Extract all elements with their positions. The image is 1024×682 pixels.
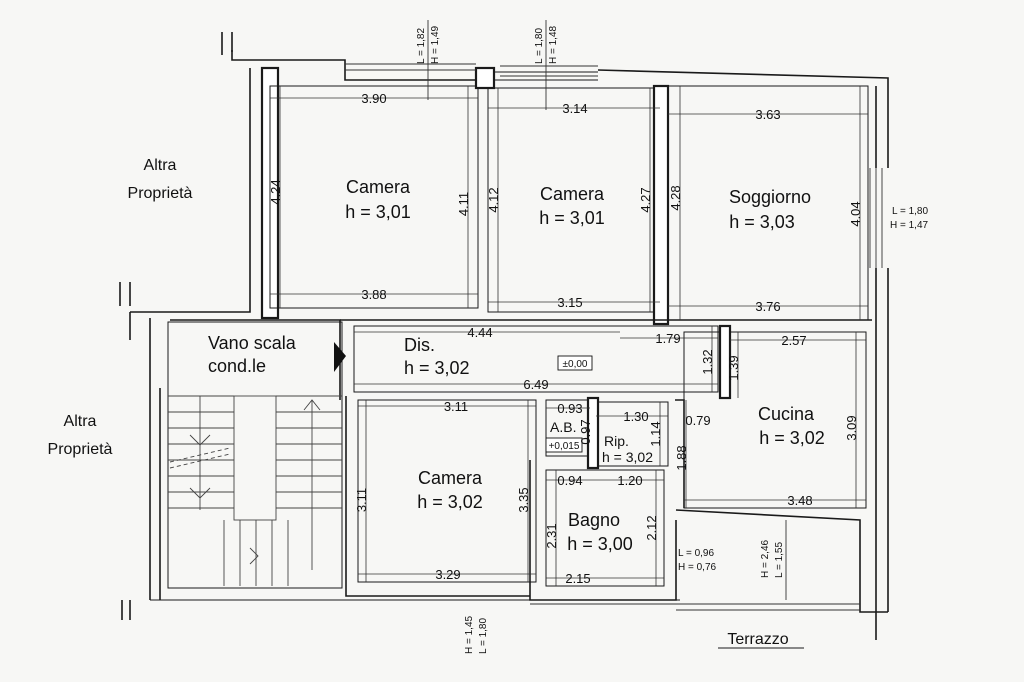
- win5-l: L = 1,55: [774, 542, 785, 578]
- dim-b-right: 2.12: [644, 515, 659, 540]
- room-height-camera-3: h = 3,02: [417, 492, 483, 512]
- level-label: ±0,00: [563, 359, 588, 370]
- room-name-dis: Dis.: [404, 335, 435, 355]
- win6-h: H = 1,45: [464, 615, 475, 654]
- dim-rip-top: 1.30: [623, 409, 648, 424]
- dimension-lines: [270, 86, 868, 586]
- room-name-camera-2: Camera: [540, 184, 605, 204]
- dim-c2-top: 3.14: [562, 101, 587, 116]
- dim-dis-top2: 1.79: [655, 331, 680, 346]
- altra-proprieta-1-line1: Altra: [144, 157, 177, 174]
- entrance-arrow-icon: [334, 342, 346, 372]
- win2-l: L = 1,80: [534, 28, 545, 64]
- dim-dis-right: 1.32: [700, 349, 715, 374]
- room-name-camera-3: Camera: [418, 468, 483, 488]
- dim-c3-bottom: 3.29: [435, 567, 460, 582]
- room-height-camera-2: h = 3,01: [539, 208, 605, 228]
- altra-proprieta-1-line2: Proprietà: [128, 185, 193, 202]
- altra-proprieta-2-line1: Altra: [64, 413, 97, 430]
- win2-h: H = 1,48: [548, 25, 559, 64]
- dim-rip-side: 1.14: [648, 421, 663, 446]
- dim-s-right: 4.04: [848, 201, 863, 226]
- room-name-vano-scala-2: cond.le: [208, 356, 266, 376]
- altra-proprieta-2-line2: Proprietà: [48, 441, 113, 458]
- window-marks: [345, 20, 598, 110]
- win3-h: H = 1,47: [890, 220, 929, 231]
- level-box-ab: [545, 437, 583, 453]
- dim-b-top2: 1.20: [617, 473, 642, 488]
- dim-ab-side: 0.97: [578, 419, 593, 444]
- level-label-ab: +0,015: [549, 441, 580, 452]
- room-height-dis: h = 3,02: [404, 358, 470, 378]
- dim-b-left: 2.31: [544, 523, 559, 548]
- room-height-soggiorno: h = 3,03: [729, 212, 795, 232]
- dim-b-top1: 0.94: [557, 473, 582, 488]
- room-name-rip: Rip.: [604, 433, 629, 449]
- dim-k-bottom: 3.48: [787, 493, 812, 508]
- dim-k-left: 1.39: [726, 355, 741, 380]
- room-name-cucina: Cucina: [758, 404, 815, 424]
- room-name-soggiorno: Soggiorno: [729, 187, 811, 207]
- room-name-vano-scala: Vano scala: [208, 333, 297, 353]
- dim-k-inner1: 0.79: [685, 413, 710, 428]
- dimension-labels: 3.90 3.88 4.24 4.11 3.14 3.15 4.12 4.27 …: [268, 91, 863, 586]
- dim-c1-bottom: 3.88: [361, 287, 386, 302]
- stairs: [168, 395, 342, 586]
- dim-c3-left: 3.11: [354, 488, 369, 512]
- win6-l: L = 1,80: [478, 618, 489, 654]
- room-name-ab: A.B.: [550, 419, 576, 435]
- dim-c2-right: 4.27: [638, 187, 653, 212]
- window-annotations: L = 1,82 H = 1,49 L = 1,80 H = 1,48 L = …: [416, 25, 929, 654]
- room-name-camera-1: Camera: [346, 177, 411, 197]
- dim-c1-left: 4.24: [268, 179, 283, 204]
- win3-l: L = 1,80: [892, 206, 928, 217]
- dim-k-inner2: 1.88: [674, 445, 689, 470]
- walls: [119, 32, 889, 640]
- win1-h: H = 1,49: [430, 25, 441, 64]
- level-box: [557, 355, 593, 371]
- room-height-cucina: h = 3,02: [759, 428, 825, 448]
- dim-dis-bottom: 6.49: [523, 377, 548, 392]
- win4-l: L = 0,96: [678, 548, 714, 559]
- win5-h: H = 2,46: [760, 539, 771, 578]
- dim-c1-right: 4.11: [456, 192, 471, 216]
- room-height-rip: h = 3,02: [602, 449, 653, 465]
- dim-c3-top: 3.11: [444, 399, 468, 414]
- dim-s-left: 4.28: [668, 185, 683, 210]
- dim-c2-bottom: 3.15: [557, 295, 582, 310]
- dim-ab-top: 0.93: [557, 401, 582, 416]
- dim-c2-left: 4.12: [486, 187, 501, 212]
- dim-k-top: 2.57: [781, 333, 806, 348]
- win4-h: H = 0,76: [678, 562, 717, 573]
- terrazzo-label: Terrazzo: [727, 631, 788, 648]
- dim-c3-right: 3.35: [516, 487, 531, 512]
- win1-l: L = 1,82: [416, 28, 427, 64]
- room-height-camera-1: h = 3,01: [345, 202, 411, 222]
- dim-b-bottom: 2.15: [565, 571, 590, 586]
- dim-s-bottom: 3.76: [755, 299, 780, 314]
- dim-c1-top: 3.90: [361, 91, 386, 106]
- room-name-bagno: Bagno: [568, 510, 620, 530]
- dim-k-right: 3.09: [844, 415, 859, 440]
- dim-s-top: 3.63: [755, 107, 780, 122]
- room-height-bagno: h = 3,00: [567, 534, 633, 554]
- dim-dis-top: 4.44: [467, 325, 492, 340]
